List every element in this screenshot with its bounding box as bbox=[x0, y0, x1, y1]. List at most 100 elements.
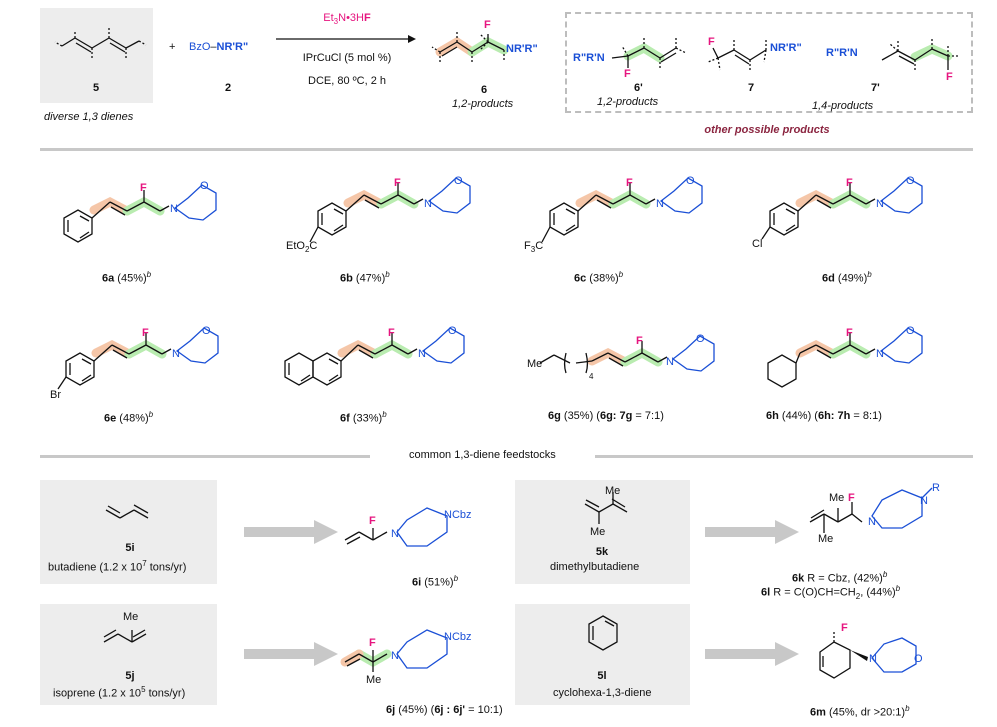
structure-5k bbox=[584, 492, 628, 524]
feedstock-5l-name: cyclohexa-1,3-diene bbox=[553, 687, 652, 699]
6j-ratio: 6j : 6j' bbox=[434, 704, 466, 716]
6b-c: C bbox=[309, 240, 318, 252]
6g-sub4: 4 bbox=[589, 372, 594, 381]
6f-O: O bbox=[448, 325, 457, 337]
label-6m: 6m (45%, dr >20:1)b bbox=[810, 704, 910, 719]
6l-sup: b bbox=[895, 584, 901, 593]
structure-6c bbox=[541, 177, 703, 243]
6f-F: F bbox=[388, 327, 395, 339]
feedstock-5j-name: isoprene (1.2 x 105 tons/yr) bbox=[53, 685, 185, 700]
6g-num: 6g bbox=[548, 410, 561, 422]
6c-num: 6c bbox=[574, 272, 587, 285]
other-7-amine: NR'R" bbox=[770, 42, 802, 54]
feedstock-5k-num: 5k bbox=[595, 546, 609, 558]
other-7prime-caption: 1,4-products bbox=[812, 100, 874, 112]
structure-6i bbox=[344, 507, 448, 547]
6h-F: F bbox=[846, 327, 853, 339]
6b-num: 6b bbox=[340, 272, 353, 285]
structure-5l bbox=[588, 615, 618, 651]
6g-F: F bbox=[636, 335, 643, 347]
6e-sup: b bbox=[148, 410, 154, 419]
structure-6f bbox=[284, 327, 465, 386]
condition-fluoride-source: Et3N•3HF bbox=[297, 12, 397, 26]
other-product-7 bbox=[707, 38, 767, 72]
other-7prime-F: F bbox=[946, 71, 953, 83]
6f-num: 6f bbox=[340, 412, 350, 425]
6e-F: F bbox=[142, 327, 149, 339]
benzoyloxy-label: BzO bbox=[189, 41, 211, 53]
6e-O: O bbox=[202, 325, 211, 337]
feedstock-box-5l bbox=[515, 604, 690, 705]
product-caption: 1,2-products bbox=[452, 98, 514, 110]
6g-ratio-val: = 7:1) bbox=[632, 410, 664, 422]
other-7-F: F bbox=[708, 36, 715, 48]
6l-tail: , (44%) bbox=[860, 586, 896, 599]
6b-yield: (47%) bbox=[352, 272, 386, 285]
amine-label: NR'R" bbox=[216, 41, 249, 53]
condition-catalyst: IPrCuCl (5 mol %) bbox=[302, 52, 392, 64]
6i-N: N bbox=[391, 528, 399, 540]
6g-N: N bbox=[666, 356, 674, 368]
6e-N: N bbox=[172, 348, 180, 360]
6a-num: 6a bbox=[102, 272, 115, 285]
structure-6d bbox=[761, 177, 923, 240]
divider-right bbox=[595, 455, 973, 458]
5i-exp: 7 bbox=[142, 559, 147, 568]
feedstock-box-5i bbox=[40, 480, 217, 584]
label-6g: 6g (35%) (6g: 7g = 7:1) bbox=[548, 410, 664, 422]
6b-sub2: 2 bbox=[304, 245, 310, 255]
structure-6e bbox=[57, 327, 219, 390]
6d-num: 6d bbox=[822, 272, 835, 285]
6d-F: F bbox=[846, 177, 853, 189]
6e-yield: (48%) bbox=[116, 412, 149, 425]
6k-sup: b bbox=[882, 570, 888, 579]
arrow-5j bbox=[244, 642, 338, 666]
cond-F: F bbox=[363, 12, 371, 24]
6m-N: N bbox=[869, 653, 877, 665]
section-title: common 1,3-diene feedstocks bbox=[409, 449, 556, 461]
other-6prime-F: F bbox=[624, 68, 631, 80]
6k-me-top: Me bbox=[829, 492, 845, 504]
6h-ratio-val: = 8:1) bbox=[850, 410, 882, 422]
product-amine: NR'R" bbox=[506, 43, 538, 55]
cond-et: Et bbox=[323, 12, 334, 24]
6i-sup: b bbox=[453, 574, 459, 583]
6h-N: N bbox=[876, 348, 884, 360]
6f-N: N bbox=[418, 348, 426, 360]
arrow-5i bbox=[244, 520, 338, 544]
product-number: 6 bbox=[480, 84, 488, 96]
6f-sup: b bbox=[382, 410, 387, 419]
other-product-6prime bbox=[611, 37, 687, 70]
divider-top bbox=[40, 148, 973, 151]
arrow-5k bbox=[705, 520, 799, 544]
structure-5j bbox=[103, 629, 147, 643]
6j-N: N bbox=[391, 650, 399, 662]
6m-num: 6m bbox=[810, 706, 826, 719]
structure-6b bbox=[309, 177, 471, 243]
feedstock-5k-name: dimethylbutadiene bbox=[550, 561, 640, 573]
6c-sup: b bbox=[618, 270, 624, 279]
6l-num: 6l bbox=[761, 586, 771, 599]
6c-cf3: F3C bbox=[524, 240, 543, 254]
6g-ratio: 6g: 7g bbox=[599, 410, 633, 422]
6j-tail: = 10:1) bbox=[465, 704, 503, 716]
6a-F: F bbox=[140, 182, 147, 194]
6c-f: F bbox=[524, 240, 531, 252]
5k-me-top: Me bbox=[605, 485, 621, 497]
6b-O: O bbox=[454, 175, 463, 187]
6k-num: 6k bbox=[792, 572, 805, 585]
substrate-box bbox=[40, 8, 153, 103]
substrate-number: 5 bbox=[92, 82, 100, 94]
6a-O: O bbox=[200, 180, 209, 192]
6i-yield: (51%) bbox=[421, 576, 454, 589]
6l-sub: 2 bbox=[855, 591, 861, 601]
6h-yield: (44%) ( bbox=[778, 410, 818, 422]
other-product-7prime bbox=[881, 38, 958, 72]
5j-name: isoprene (1.2 x 10 bbox=[53, 687, 142, 700]
6k-N2: N bbox=[920, 495, 928, 507]
5k-me-bottom: Me bbox=[590, 526, 606, 538]
label-6a: 6a (45%)b bbox=[102, 270, 151, 285]
reagent-number: 2 bbox=[225, 82, 232, 94]
structure-6h bbox=[767, 327, 923, 388]
feedstock-5j-num: 5j bbox=[125, 670, 135, 682]
